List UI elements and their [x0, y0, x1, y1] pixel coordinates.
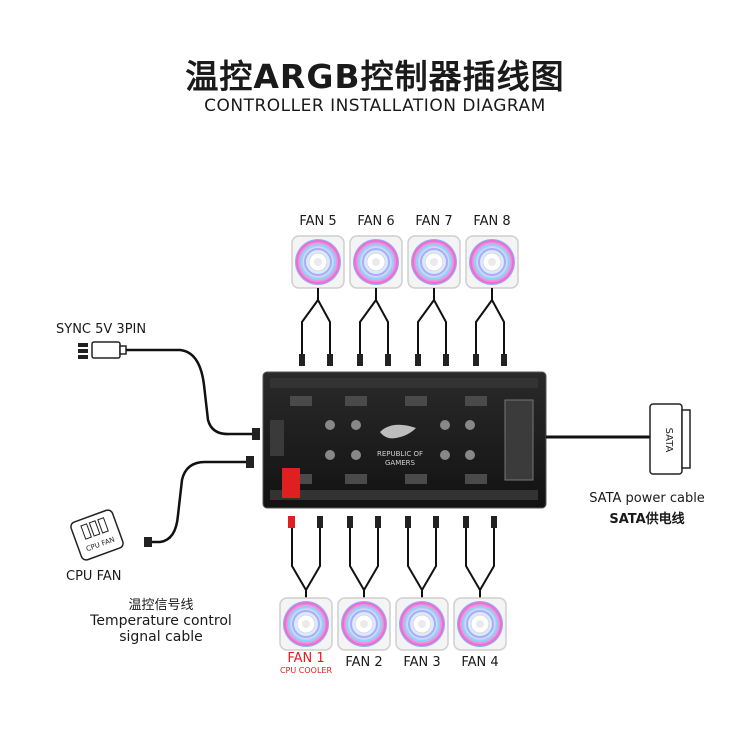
fan-8-label: FAN 8: [473, 214, 511, 229]
top-fan-cables: [301, 288, 505, 356]
sync-connector-icon: [78, 341, 127, 359]
fan-1-icon: [279, 597, 333, 651]
page-title: 温控ARGB控制器插线图: [185, 57, 565, 96]
page-subtitle: CONTROLLER INSTALLATION DIAGRAM: [204, 96, 546, 116]
fan-5-label: FAN 5: [299, 214, 337, 229]
fan-2-label: FAN 2: [345, 655, 383, 670]
cpu-fan-label: CPU FAN: [66, 569, 122, 584]
sata-connector-text: SATA: [663, 428, 674, 453]
bottom-fan-plugs: [288, 516, 497, 528]
fan-4-label: FAN 4: [461, 655, 499, 670]
controller-board: REPUBLIC OF GAMERS: [262, 371, 547, 509]
fan-7-label: FAN 7: [415, 214, 453, 229]
bottom-fan-cables: [291, 528, 495, 600]
fan-5-icon: [291, 235, 345, 289]
fan-3-icon: [395, 597, 449, 651]
sata-connector-icon: SATA: [649, 403, 691, 475]
fan-6-icon: [349, 235, 403, 289]
top-fan-plugs: [299, 354, 507, 366]
temp-signal-cable: [148, 460, 246, 544]
sync-cable: [126, 348, 256, 436]
sata-label-en: SATA power cable: [589, 491, 705, 506]
temp-cable-en-line2: signal cable: [119, 629, 203, 645]
fan-3-label: FAN 3: [403, 655, 441, 670]
fan-8-icon: [465, 235, 519, 289]
fan-4-icon: [453, 597, 507, 651]
temp-cable-en-line1: Temperature control: [90, 613, 232, 629]
fan-2-icon: [337, 597, 391, 651]
board-logo-line1: REPUBLIC OF: [377, 450, 423, 458]
fan-7-icon: [407, 235, 461, 289]
fan-1-sublabel: CPU COOLER: [279, 666, 333, 675]
cpu-fan-connector-icon: CPU FAN: [70, 509, 124, 561]
temp-cable-cn: 温控信号线: [128, 598, 194, 613]
sata-label-cn: SATA供电线: [609, 512, 685, 527]
sync-label: SYNC 5V 3PIN: [56, 322, 147, 337]
board-logo-line2: GAMERS: [385, 459, 416, 467]
fan-1-label: FAN 1: [287, 651, 325, 666]
rog-logo-icon: [380, 424, 416, 439]
fan-6-label: FAN 6: [357, 214, 395, 229]
red-plug: [282, 468, 300, 498]
